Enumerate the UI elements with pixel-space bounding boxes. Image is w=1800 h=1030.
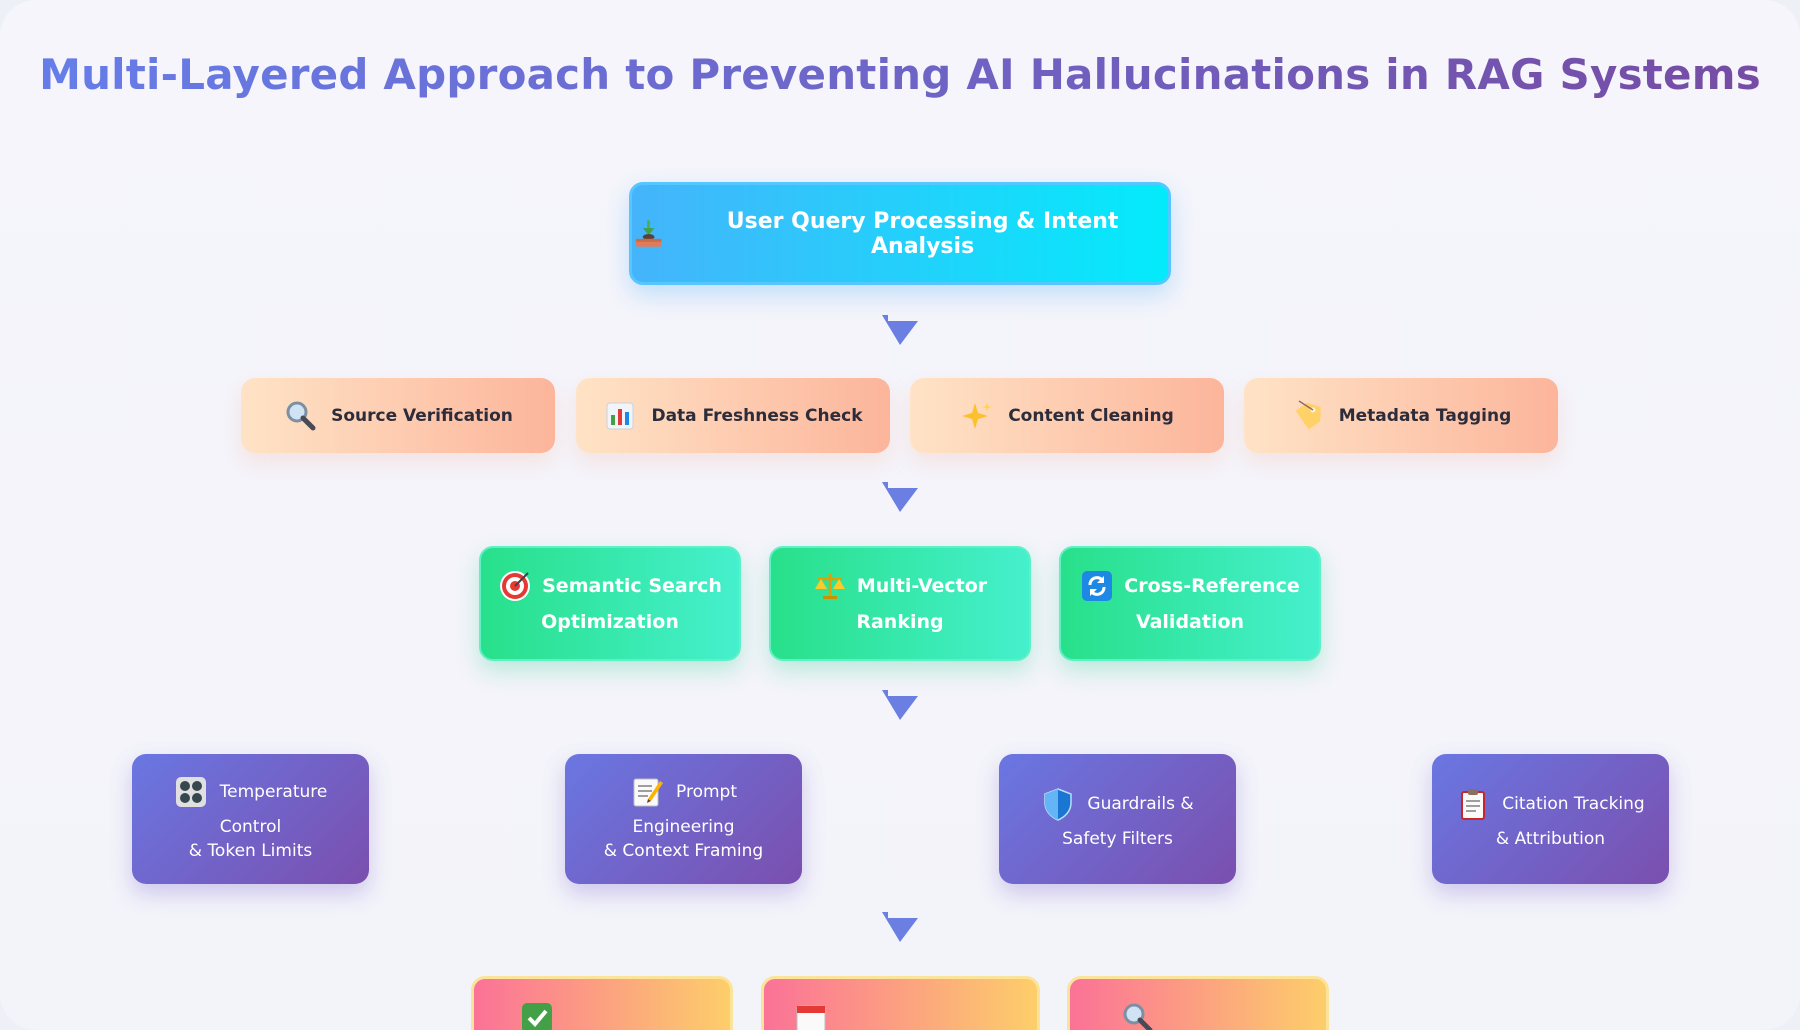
cross-reference-box: Cross-Reference Validation <box>1059 546 1321 661</box>
query-processing-box: User Query Processing & Intent Analysis <box>629 182 1171 285</box>
temperature-control-box: Temperature Control & Token Limits <box>132 754 369 884</box>
balance-scale-icon <box>813 569 847 603</box>
target-icon <box>498 569 532 603</box>
shield-icon <box>1041 787 1075 821</box>
temperature-control-line1: Temperature <box>219 782 328 802</box>
source-verification-label: Source Verification <box>331 405 513 426</box>
validation-box-3 <box>1067 976 1329 1030</box>
validation-box-2 <box>761 976 1040 1030</box>
guardrails-line1: Guardrails & <box>1087 794 1194 814</box>
memo-icon <box>630 775 664 809</box>
citation-tracking-line1: Citation Tracking <box>1502 794 1645 814</box>
magnifier-icon <box>1120 1001 1154 1030</box>
semantic-search-line1: Semantic Search <box>542 574 722 597</box>
content-cleaning-box: Content Cleaning <box>910 378 1224 453</box>
temperature-control-line2: Control <box>219 817 282 837</box>
data-freshness-label: Data Freshness Check <box>651 405 863 426</box>
check-box-icon <box>520 1001 554 1030</box>
flow-arrow-4 <box>882 912 918 942</box>
data-freshness-box: Data Freshness Check <box>576 378 890 453</box>
temperature-control-line3: & Token Limits <box>188 841 313 861</box>
cross-reference-line2: Validation <box>1135 610 1245 633</box>
multi-vector-line2: Ranking <box>856 610 944 633</box>
prompt-engineering-line2: Engineering <box>632 817 735 837</box>
refresh-arrows-icon <box>1080 569 1114 603</box>
label-tag-icon <box>1291 399 1325 433</box>
inbox-tray-icon <box>632 217 665 251</box>
source-verification-box: Source Verification <box>241 378 555 453</box>
control-knobs-icon <box>174 775 208 809</box>
flow-arrow-3 <box>882 690 918 720</box>
magnifying-glass-icon <box>283 399 317 433</box>
cross-reference-line1: Cross-Reference <box>1124 574 1300 597</box>
semantic-search-box: Semantic Search Optimization <box>479 546 741 661</box>
guardrails-box: Guardrails & Safety Filters <box>999 754 1236 884</box>
validation-box-1 <box>471 976 733 1030</box>
flow-arrow-1 <box>882 315 918 345</box>
semantic-search-line2: Optimization <box>541 610 679 633</box>
query-processing-label: User Query Processing & Intent Analysis <box>726 208 1119 259</box>
bar-chart-icon <box>603 399 637 433</box>
page-title: Multi-Layered Approach to Preventing AI … <box>0 50 1800 99</box>
sparkles-icon <box>960 399 994 433</box>
prompt-engineering-box: Prompt Engineering & Context Framing <box>565 754 802 884</box>
prompt-engineering-line3: & Context Framing <box>603 841 764 861</box>
multi-vector-line1: Multi-Vector <box>856 574 988 597</box>
citation-tracking-line2: & Attribution <box>1495 829 1606 849</box>
calendar-icon <box>794 1001 828 1030</box>
prompt-engineering-line1: Prompt <box>676 782 737 802</box>
metadata-tagging-label: Metadata Tagging <box>1338 405 1512 426</box>
citation-tracking-box: Citation Tracking & Attribution <box>1432 754 1669 884</box>
flow-arrow-2 <box>882 482 918 512</box>
guardrails-line2: Safety Filters <box>1062 829 1173 849</box>
multi-vector-box: Multi-Vector Ranking <box>769 546 1031 661</box>
metadata-tagging-box: Metadata Tagging <box>1244 378 1558 453</box>
content-cleaning-label: Content Cleaning <box>1008 405 1174 426</box>
clipboard-icon <box>1456 787 1490 821</box>
